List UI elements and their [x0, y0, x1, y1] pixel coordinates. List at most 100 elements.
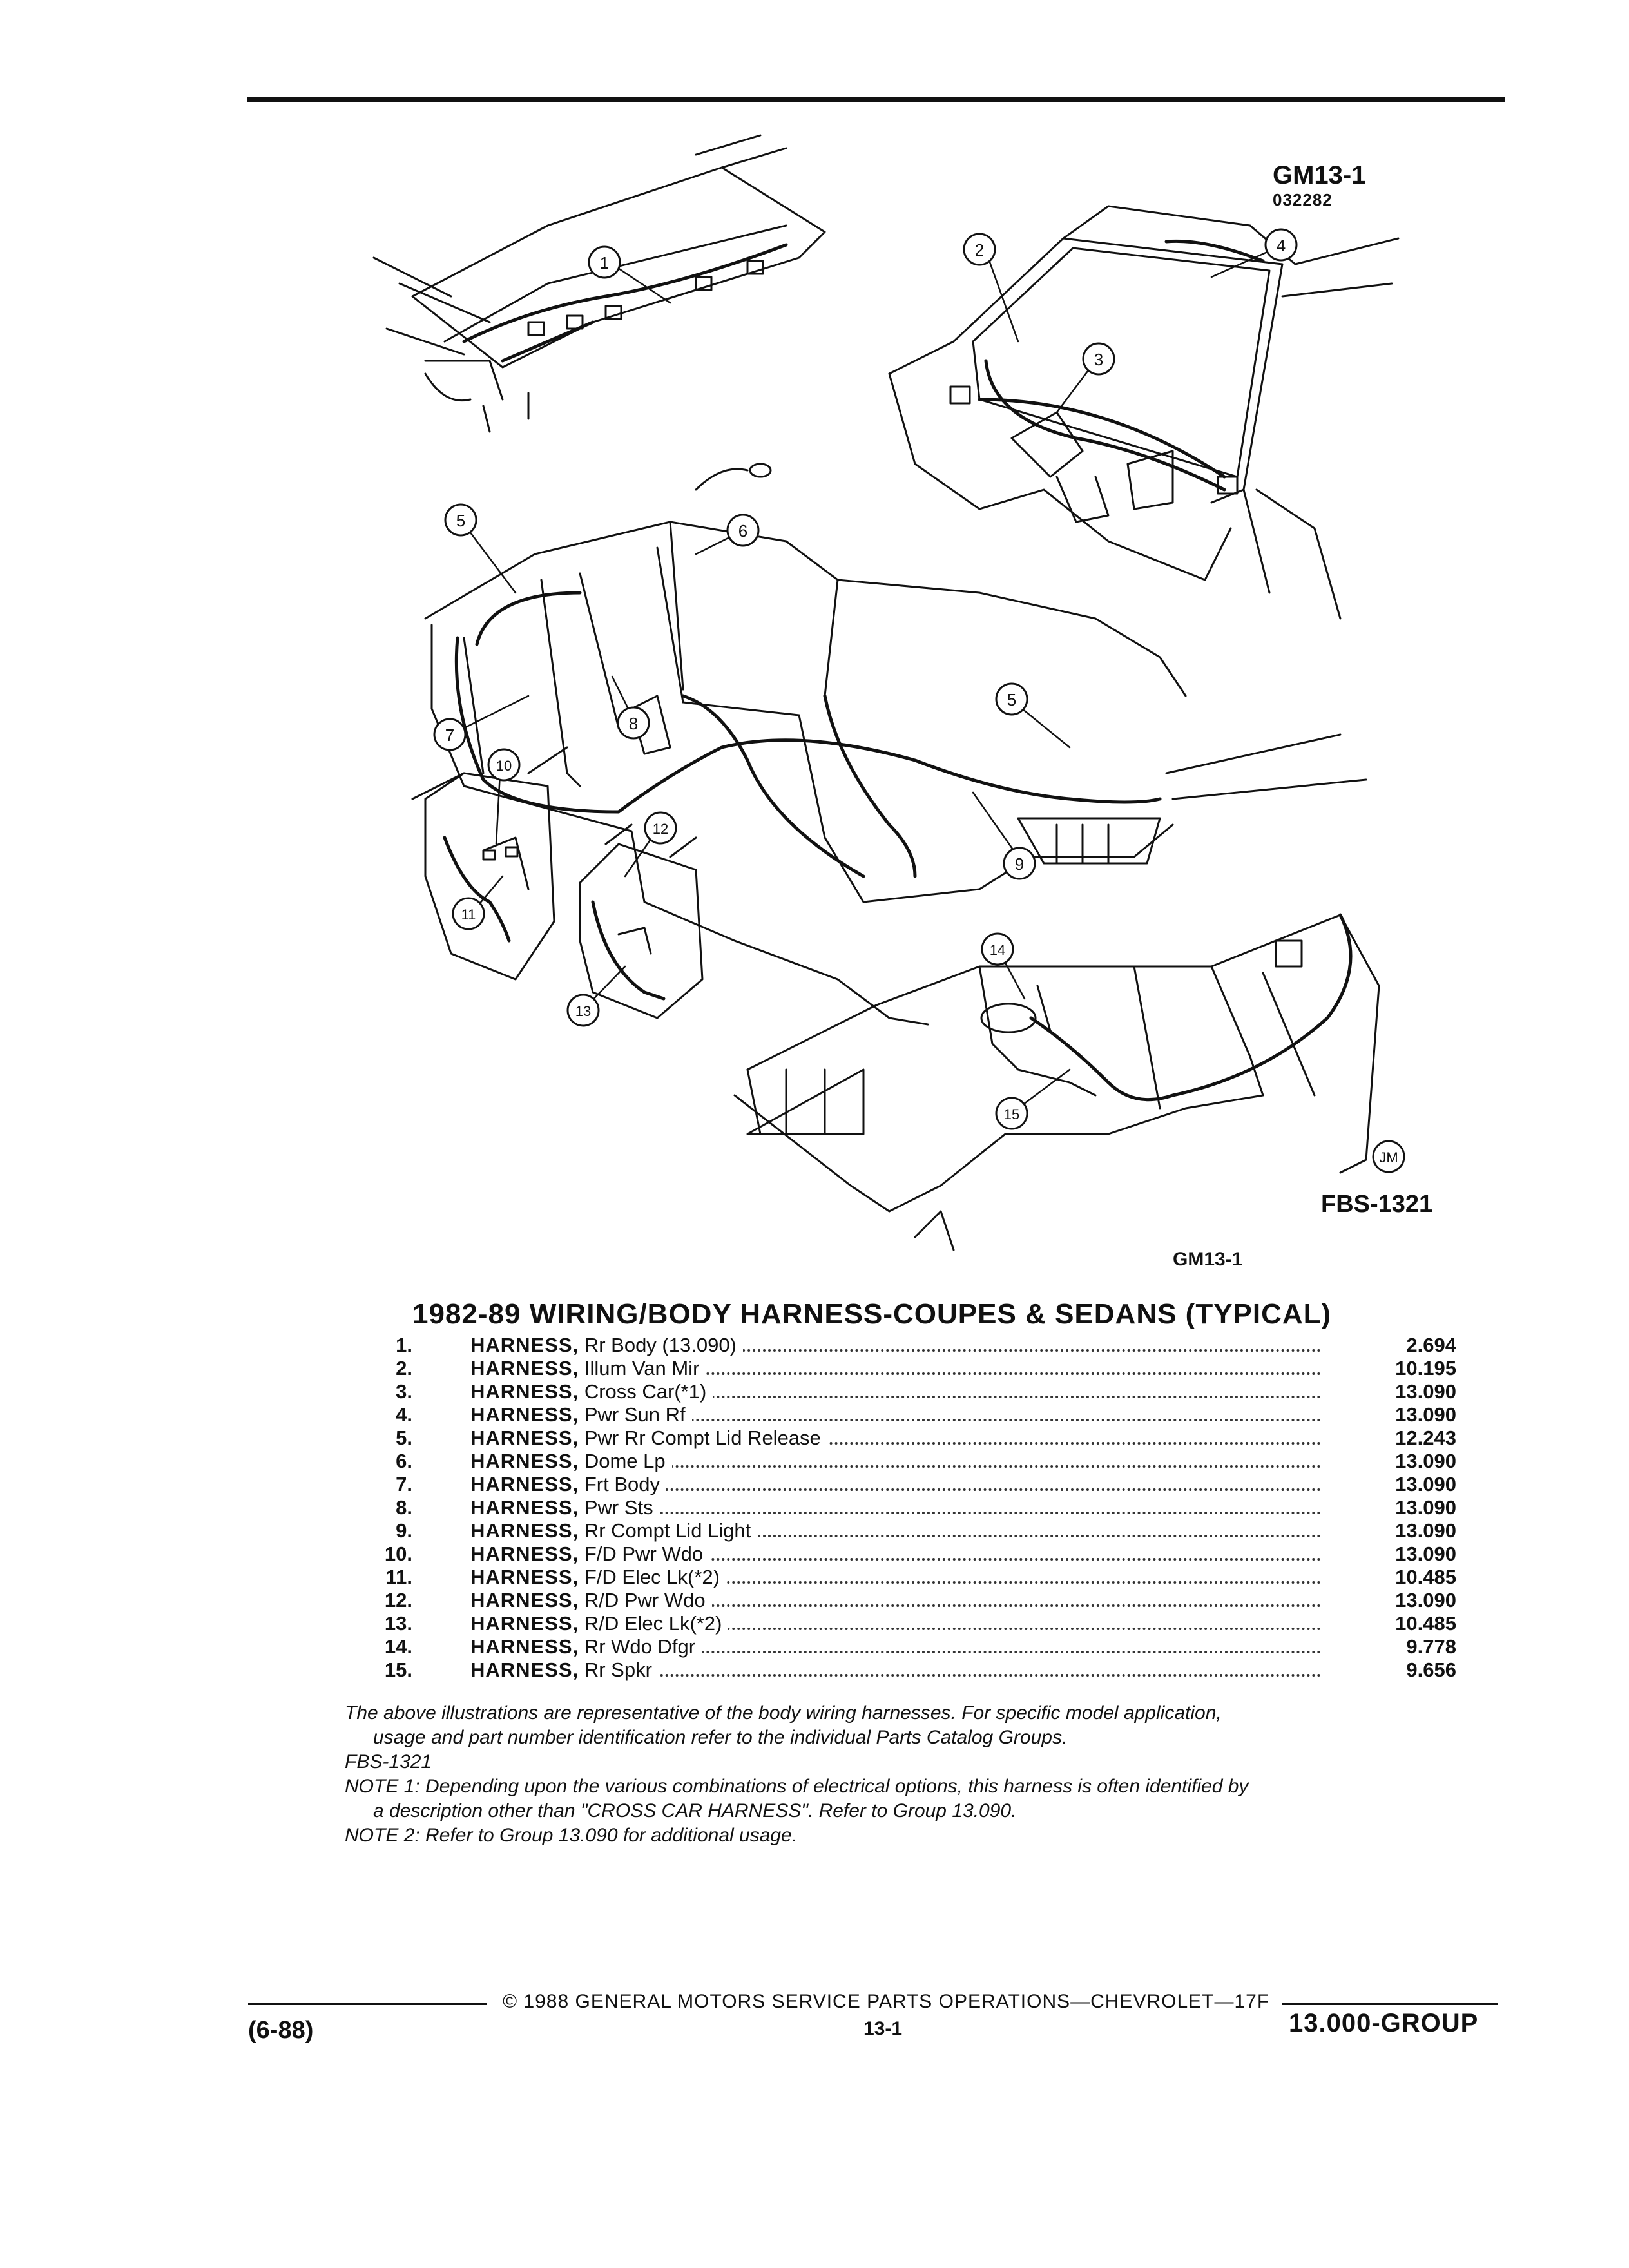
part-noun: HARNESS,: [470, 1334, 579, 1356]
parts-row: 6. HARNESS, Dome Lp 13.090: [361, 1450, 1456, 1473]
part-group: 13.090: [1322, 1542, 1456, 1566]
parts-row: 1.HARNESS, Rr Body (13.090)2.694: [361, 1334, 1456, 1357]
parts-row: 3.HARNESS, Cross Car(*1)13.090: [361, 1380, 1456, 1403]
callout-5a: 5: [444, 503, 477, 537]
part-group: 13.090: [1322, 1473, 1456, 1496]
part-group: 2.694: [1322, 1334, 1456, 1357]
part-group: 13.090: [1322, 1450, 1456, 1473]
part-desc: R/D Elec Lk(*2): [584, 1612, 722, 1635]
svg-text:14: 14: [990, 942, 1005, 958]
view-rear-body: [733, 913, 1380, 1251]
callout-13: 13: [566, 994, 600, 1027]
callouts: 1 2 3 4 5 6 7 8 5 9 10 11 12 13 14 15: [433, 228, 1298, 1130]
part-desc: Dome Lp: [584, 1450, 666, 1472]
part-group: 13.090: [1322, 1403, 1456, 1427]
part-noun: HARNESS,: [470, 1380, 579, 1403]
leader-dots: [470, 1419, 1321, 1421]
part-desc: Pwr Sun Rf: [584, 1403, 686, 1426]
leader-dots: [470, 1535, 1321, 1537]
part-name: HARNESS, Rr Compt Lid Light: [470, 1519, 758, 1542]
view-rear-compartment: [372, 134, 826, 433]
part-name: HARNESS, R/D Elec Lk(*2): [470, 1612, 729, 1635]
leader-dots: [470, 1674, 1321, 1677]
part-group: 10.195: [1322, 1357, 1456, 1380]
part-name: HARNESS, Rr Body (13.090): [470, 1334, 743, 1357]
part-name: HARNESS, R/D Pwr Wdo: [470, 1589, 712, 1612]
part-name: HARNESS, Rr Wdo Dfgr: [470, 1635, 702, 1658]
footer-date: (6-88): [248, 2017, 314, 2044]
part-noun: HARNESS,: [470, 1612, 579, 1635]
callout-10: 10: [487, 748, 521, 782]
leader-dots: [470, 1349, 1321, 1352]
part-number: 11.: [385, 1566, 412, 1588]
figure-caption-code: GM13-1: [1173, 1249, 1243, 1270]
section-title: 1982-89 WIRING/BODY HARNESS-COUPES & SED…: [412, 1298, 1332, 1330]
part-group: 10.485: [1322, 1612, 1456, 1635]
part-name: HARNESS, Frt Body: [470, 1473, 666, 1496]
part-desc: Rr Compt Lid Light: [584, 1519, 751, 1542]
part-number: 7.: [396, 1473, 412, 1495]
svg-text:5: 5: [1007, 690, 1016, 709]
part-name: HARNESS, Illum Van Mir: [470, 1357, 706, 1380]
callout-3: 3: [1082, 342, 1115, 376]
part-noun: HARNESS,: [470, 1450, 579, 1472]
part-name: HARNESS, Dome Lp: [470, 1450, 672, 1473]
part-name: HARNESS, Pwr Sts: [470, 1496, 660, 1519]
part-group: 13.090: [1322, 1589, 1456, 1612]
svg-text:10: 10: [496, 758, 512, 774]
footer-group: 13.000-GROUP: [1289, 2009, 1479, 2037]
callout-6: 6: [726, 514, 760, 547]
callout-11: 11: [452, 897, 485, 930]
svg-text:9: 9: [1015, 854, 1024, 874]
note-1-cont: a description other than "CROSS CAR HARN…: [373, 1800, 1017, 1821]
part-number: 5.: [396, 1427, 412, 1449]
callout-15: 15: [995, 1097, 1028, 1130]
leader-dots: [470, 1396, 1321, 1398]
wiring-diagram: JM 1 2 3 4 5 6 7 8 5 9 10 11 12 13 14 1: [372, 134, 1405, 1251]
leader-dots: [470, 1512, 1321, 1514]
svg-text:1: 1: [600, 253, 609, 273]
part-name: HARNESS, Cross Car(*1): [470, 1380, 713, 1403]
callout-8: 8: [617, 706, 650, 740]
parts-row: 7. HARNESS, Frt Body 13.090: [361, 1473, 1456, 1496]
part-desc: F/D Pwr Wdo: [584, 1542, 704, 1565]
callout-1: 1: [588, 245, 621, 279]
svg-text:5: 5: [456, 511, 465, 530]
svg-text:15: 15: [1004, 1106, 1019, 1122]
part-noun: HARNESS,: [470, 1357, 579, 1379]
part-noun: HARNESS,: [470, 1427, 579, 1449]
svg-text:11: 11: [461, 907, 476, 923]
leader-dots: [470, 1604, 1321, 1607]
part-desc: Rr Spkr: [584, 1658, 652, 1681]
part-number: 6.: [396, 1450, 412, 1472]
part-desc: Pwr Rr Compt Lid Release: [584, 1427, 821, 1449]
part-name: HARNESS, F/D Elec Lk(*2): [470, 1566, 726, 1589]
footer-rule-left: [248, 2003, 487, 2005]
callout-14: 14: [981, 932, 1014, 966]
part-desc: Cross Car(*1): [584, 1380, 707, 1403]
note-line: usage and part number identification ref…: [373, 1727, 1068, 1748]
notes: The above illustrations are representati…: [345, 1701, 1505, 1848]
part-desc: F/D Elec Lk(*2): [584, 1566, 720, 1588]
part-group: 13.090: [1322, 1519, 1456, 1542]
leader-dots: [470, 1651, 1321, 1653]
leader-dots: [470, 1372, 1321, 1375]
view-rear-door: [579, 823, 704, 1019]
part-noun: HARNESS,: [470, 1542, 579, 1565]
part-noun: HARNESS,: [470, 1635, 579, 1658]
note-2: NOTE 2: Refer to Group 13.090 for additi…: [345, 1825, 798, 1846]
parts-row: 13.HARNESS, R/D Elec Lk(*2)10.485: [361, 1612, 1456, 1635]
part-group: 12.243: [1322, 1427, 1456, 1450]
part-number: 9.: [396, 1519, 412, 1542]
footer-rule-right: [1282, 2003, 1498, 2005]
jm-stamp: JM: [1379, 1149, 1398, 1166]
part-group: 13.090: [1322, 1496, 1456, 1519]
part-group: 10.485: [1322, 1566, 1456, 1589]
note-line: The above illustrations are representati…: [345, 1702, 1222, 1724]
part-noun: HARNESS,: [470, 1496, 579, 1519]
